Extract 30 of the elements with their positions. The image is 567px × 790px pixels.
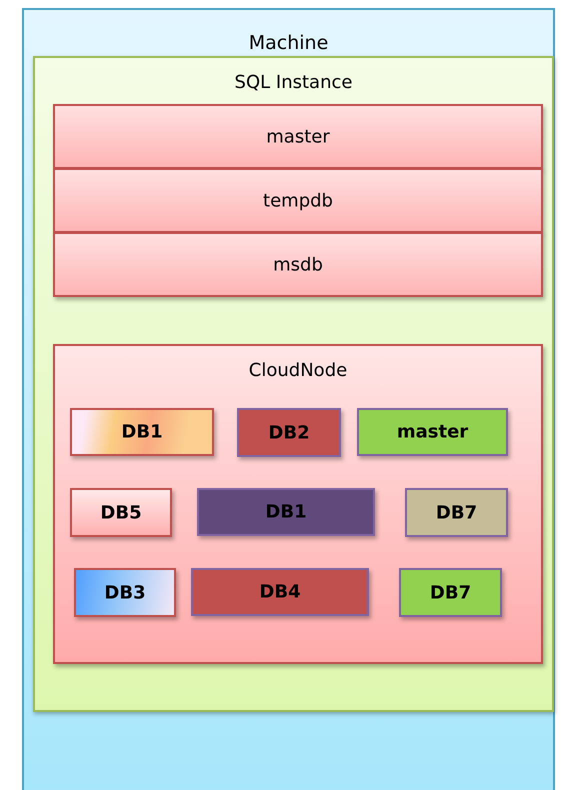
database-label: msdb — [273, 254, 323, 275]
database-label: tempdb — [263, 190, 333, 211]
database-band — [53, 232, 543, 297]
database-label: DB7 — [436, 502, 478, 523]
database-band — [53, 168, 543, 233]
database-box — [70, 408, 214, 456]
database-label: DB1 — [265, 502, 307, 522]
container-title: SQL Instance — [234, 72, 352, 93]
database-box — [405, 488, 508, 537]
database-label: DB1 — [121, 422, 163, 442]
container-box — [53, 344, 543, 664]
database-box — [70, 488, 172, 537]
container-box — [22, 8, 555, 790]
database-box — [237, 408, 341, 457]
database-box — [357, 408, 508, 456]
database-label: DB7 — [430, 582, 472, 603]
database-label: DB5 — [100, 502, 142, 523]
container-title: CloudNode — [248, 360, 348, 381]
database-label: master — [266, 126, 330, 147]
database-band — [53, 104, 543, 169]
container-box — [33, 56, 554, 712]
database-label: DB3 — [104, 582, 146, 603]
database-label: DB2 — [268, 422, 310, 443]
database-label: DB4 — [259, 582, 301, 602]
container-title: Machine — [248, 32, 328, 54]
database-box — [74, 568, 176, 617]
database-label: master — [396, 422, 468, 442]
database-box — [191, 568, 369, 616]
database-box — [399, 568, 502, 617]
database-box — [197, 488, 375, 536]
